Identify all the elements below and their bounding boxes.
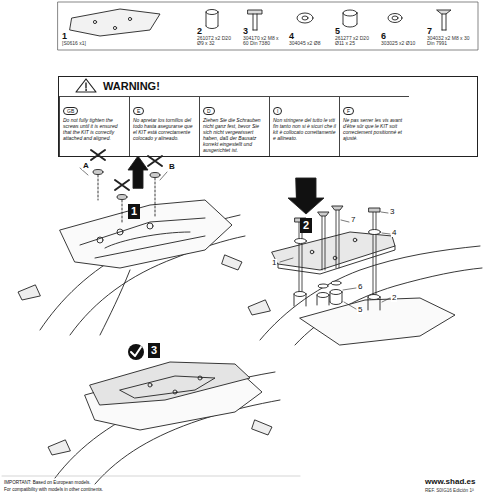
part-cell: 1[S0616 x1] (60, 4, 192, 48)
node-heading: 7 (427, 26, 474, 36)
check-mark (128, 344, 144, 360)
node-body: No apretar los tornillos del todo hasta … (133, 117, 196, 141)
language-cell: E No apretar los tornillos del todo hasta… (129, 96, 199, 156)
website: www.shad.es (425, 478, 475, 486)
leader-lines (280, 212, 390, 309)
washer-icon (388, 14, 402, 23)
node-heading: I (273, 107, 282, 115)
callout-number: 4 (391, 229, 397, 237)
screw-stack (294, 206, 381, 310)
node-body: 304032 x2 M8 x 30 Din 7991 (427, 36, 474, 48)
node-body: Non stringere del tutto le viti fin tant… (273, 117, 336, 141)
part-letter: A (82, 162, 90, 170)
node-body: 304170 x2 M8 x 60 Din 7380 (243, 36, 283, 48)
footnote: IMPORTANT: Based on European models. (4, 481, 91, 486)
part-cell: 6303025 x2 Ø10 (379, 4, 423, 48)
step-number: 2 (300, 218, 312, 233)
top-plate (272, 232, 395, 274)
language-cell: F Ne pas serrer les vis avant d'être sûr … (339, 96, 409, 156)
node-body: 304045 x2 Ø8 (289, 41, 329, 47)
part-cell: 2261072 x2 D20 Ø9 x 32 (195, 4, 239, 48)
language-cell: I Non stringere del tutto le viti fin tan… (269, 96, 339, 156)
callout-number: 1 (271, 259, 277, 267)
step-number: 1 (128, 204, 140, 219)
node-heading: D (203, 107, 215, 115)
callout-number: 2 (391, 294, 397, 302)
step2-motorcycle-rear (248, 246, 482, 345)
node-body: Do not fully tighten the screws until it… (63, 117, 126, 141)
node-heading: E (133, 107, 144, 115)
part-cell: 4304045 x2 Ø8 (287, 4, 331, 48)
spacer-icon (206, 10, 218, 29)
language-cell: D Ziehen Sie die Schrauben nicht ganz fes… (199, 96, 269, 156)
node-heading: WARNING! (103, 80, 160, 92)
language-cell: GB Do not fully tighten the screws until … (59, 96, 129, 156)
node-heading: 2 (197, 26, 237, 36)
step3-motorcycle-rear (48, 362, 280, 484)
callout-number: 6 (357, 283, 363, 291)
part-cell: 7304032 x2 M8 x 30 Din 7991 (425, 4, 476, 48)
node-heading: 4 (289, 31, 329, 41)
node-heading: F (343, 107, 354, 115)
reference: REF. S0IG16 Edición 1ª (425, 489, 474, 494)
removed-screws (80, 150, 167, 222)
node-body: 261277 x2 D20 Ø11 x 25 (335, 36, 375, 48)
part-cell: 5261277 x2 D20 Ø11 x 25 (333, 4, 377, 48)
screw-icon (248, 10, 262, 30)
node-body: Ne pas serrer les vis avant d'être sûr q… (343, 117, 406, 141)
node-heading: 1 (62, 31, 190, 41)
node-body: [S0616 x1] (62, 41, 190, 47)
warning-triangle (76, 79, 96, 92)
callout-number: 5 (357, 306, 363, 314)
down-arrow (288, 178, 324, 214)
spacer-icon (343, 10, 357, 27)
node-body: Ziehen Sie die Schrauben nicht ganz fest… (203, 117, 266, 153)
up-arrow (128, 156, 148, 188)
node-heading: 3 (243, 26, 283, 36)
callout-number: 3 (389, 208, 395, 216)
node-heading: GB (63, 107, 78, 115)
footer-rule (2, 476, 300, 477)
part-cell: 3304170 x2 M8 x 60 Din 7380 (241, 4, 285, 48)
callout-number: 7 (350, 216, 356, 224)
parts-frame (58, 2, 478, 50)
node-heading: 6 (381, 31, 421, 41)
node-body: 261072 x2 D20 Ø9 x 32 (197, 36, 237, 48)
node-heading: 5 (335, 26, 375, 36)
screw-icon (437, 10, 451, 30)
node-body: 303025 x2 Ø10 (381, 41, 421, 47)
warning-box: WARNING! GB Do not fully tighten the screw… (58, 76, 478, 157)
mounting-plate-icon (70, 9, 160, 36)
part-letter: B (168, 163, 176, 171)
footnote: For compatibility with models in other c… (4, 488, 103, 493)
step1-motorcycle-rear (18, 200, 245, 335)
step-number: 3 (148, 343, 160, 358)
washer-icon (297, 13, 313, 23)
